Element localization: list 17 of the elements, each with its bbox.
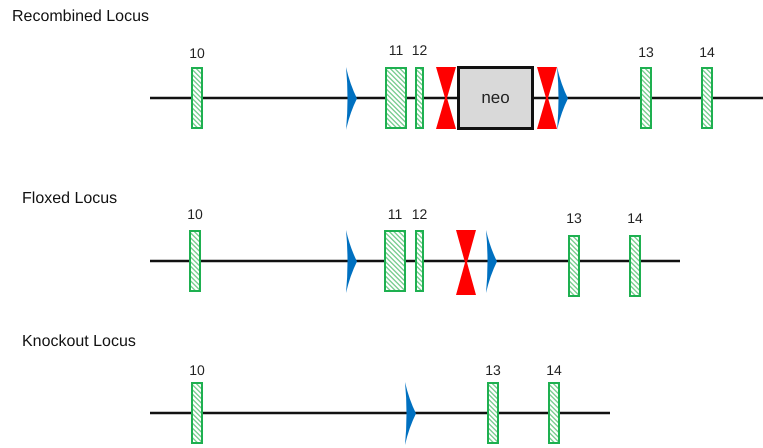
cassette-box: neo <box>457 66 534 130</box>
exon-number: 11 <box>388 206 402 222</box>
exon-number: 14 <box>546 362 562 378</box>
exon-number: 12 <box>412 42 428 58</box>
exon-number: 10 <box>189 45 205 61</box>
exon-number: 13 <box>638 44 654 60</box>
locus-title: Knockout Locus <box>22 333 136 351</box>
locus-title: Recombined Locus <box>12 8 149 26</box>
exon-number: 10 <box>189 362 205 378</box>
exon-number: 12 <box>412 206 428 222</box>
exon-number: 10 <box>187 206 203 222</box>
exon-number: 14 <box>627 210 643 226</box>
exon-number: 13 <box>566 210 582 226</box>
exon-number: 14 <box>699 44 715 60</box>
exon-number: 13 <box>485 362 501 378</box>
locus-title: Floxed Locus <box>22 190 118 208</box>
exon-number: 11 <box>388 42 404 58</box>
